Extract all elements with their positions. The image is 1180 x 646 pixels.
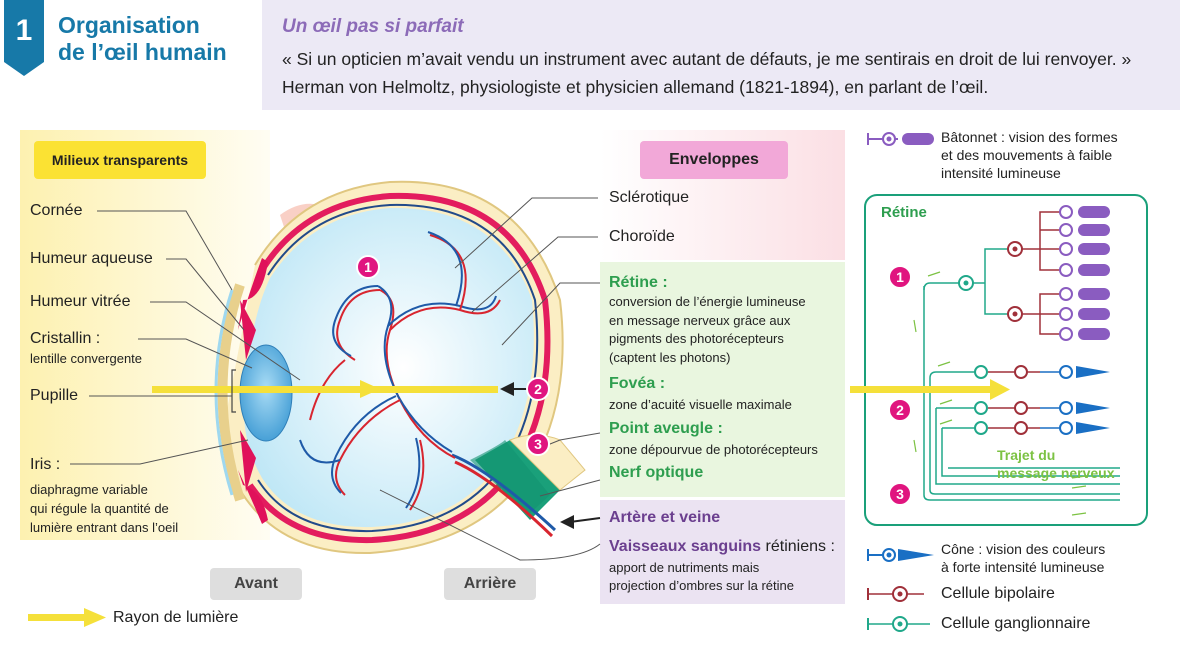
cornee-label: Cornée <box>30 202 83 219</box>
quote-box <box>262 0 1180 110</box>
point-aveugle-title: Point aveugle : <box>609 420 723 437</box>
choroide-label: Choroïde <box>609 228 675 245</box>
quote-title: Un œil pas si parfait <box>282 16 464 37</box>
milieux-transparents-label: Milieux transparents <box>34 141 206 179</box>
retine-desc-4: (captent les photons) <box>609 350 731 365</box>
iris-desc-2: qui régule la quantité de <box>30 501 169 516</box>
rayon-legend-label: Rayon de lumière <box>113 609 239 626</box>
iris-label: Iris : <box>30 456 61 473</box>
cone-rows <box>974 365 1110 435</box>
retina-box-title: Rétine <box>881 204 927 221</box>
retine-desc-2: en message nerveux grâce aux <box>609 313 791 328</box>
artere-veine-label: Artère et veine <box>609 509 721 526</box>
retina-marker-2: 2 <box>888 398 912 422</box>
vessels-info-panel <box>600 500 845 604</box>
section-number-badge <box>4 0 44 76</box>
ganglion-legend-icon <box>867 616 930 632</box>
vaisseaux-desc-2: projection d’ombres sur la rétine <box>609 578 794 593</box>
marker-3: 3 <box>526 432 550 456</box>
cone-legend-2: à forte intensité lumineuse <box>941 559 1105 575</box>
retine-desc-1: conversion de l’énergie lumineuse <box>609 294 806 309</box>
trajet-label-1: Trajet du <box>997 447 1056 463</box>
iris-lower <box>240 430 256 492</box>
batonnet-legend-2: et des mouvements à faible <box>941 147 1113 163</box>
nerf-optique-label: Nerf optique <box>609 464 704 481</box>
ganglionnaire-legend: Cellule ganglionnaire <box>941 615 1091 632</box>
vaisseaux-rest: rétiniens : <box>761 538 835 555</box>
cone-legend-1: Cône : vision des couleurs <box>941 541 1106 557</box>
iris-desc-1: diaphragme variable <box>30 482 148 497</box>
retine-title: Rétine : <box>609 274 668 291</box>
humeur-vitree-label: Humeur vitrée <box>30 293 131 310</box>
enveloppes-label: Enveloppes <box>640 141 788 179</box>
retina-marker-3: 3 <box>888 482 912 506</box>
section-title-line-2: de l’œil humain <box>58 39 227 65</box>
iris-desc-3: lumière entrant dans l’oeil <box>30 520 179 535</box>
section-title-line-1: Organisation <box>58 12 200 38</box>
trajet-label-2: message nerveux <box>997 465 1115 481</box>
retine-desc-3: pigments des photorécepteurs <box>609 331 784 346</box>
rod-legend-icon <box>867 132 934 146</box>
fovea-desc: zone d’acuité visuelle maximale <box>609 397 792 412</box>
retina-light-ray <box>850 386 1000 393</box>
retina-info-panel <box>600 262 845 497</box>
vaisseaux-label: Vaisseaux sanguins rétiniens : <box>609 538 835 556</box>
vaisseaux-desc-1: apport de nutriments mais <box>609 560 760 575</box>
cristallin-desc: lentille convergente <box>30 351 143 366</box>
retina-marker-1: 1 <box>888 265 912 289</box>
vaisseaux-bold: Vaisseaux sanguins <box>609 538 762 555</box>
pupille-label: Pupille <box>30 387 79 404</box>
light-ray-arrow <box>360 380 380 398</box>
marker-1: 1 <box>356 255 380 279</box>
humeur-aqueuse-label: Humeur aqueuse <box>30 250 153 267</box>
section-title: Organisation de l’œil humain <box>58 12 227 66</box>
batonnet-legend-1: Bâtonnet : vision des formes <box>941 129 1118 145</box>
quote-text: « Si un opticien m’avait vendu un instru… <box>282 49 1132 97</box>
avant-label: Avant <box>210 568 302 600</box>
ray-legend-arrow <box>84 608 106 627</box>
bipolar-legend-icon <box>867 586 924 602</box>
cristallin-label: Cristallin : <box>30 330 101 347</box>
marker-2: 2 <box>526 377 550 401</box>
fovea-title: Fovéa : <box>609 375 666 392</box>
section-number: 1 <box>15 14 33 47</box>
iris-upper <box>238 258 268 330</box>
sclerotique-label: Sclérotique <box>609 189 690 206</box>
ray-legend-line <box>28 614 90 621</box>
batonnet-legend-3: intensité lumineuse <box>941 165 1061 181</box>
light-ray-line <box>152 386 498 393</box>
bipolaire-legend: Cellule bipolaire <box>941 585 1055 602</box>
arriere-label: Arrière <box>444 568 536 600</box>
cone-legend-icon <box>867 548 934 562</box>
point-aveugle-desc: zone dépourvue de photorécepteurs <box>609 442 818 457</box>
